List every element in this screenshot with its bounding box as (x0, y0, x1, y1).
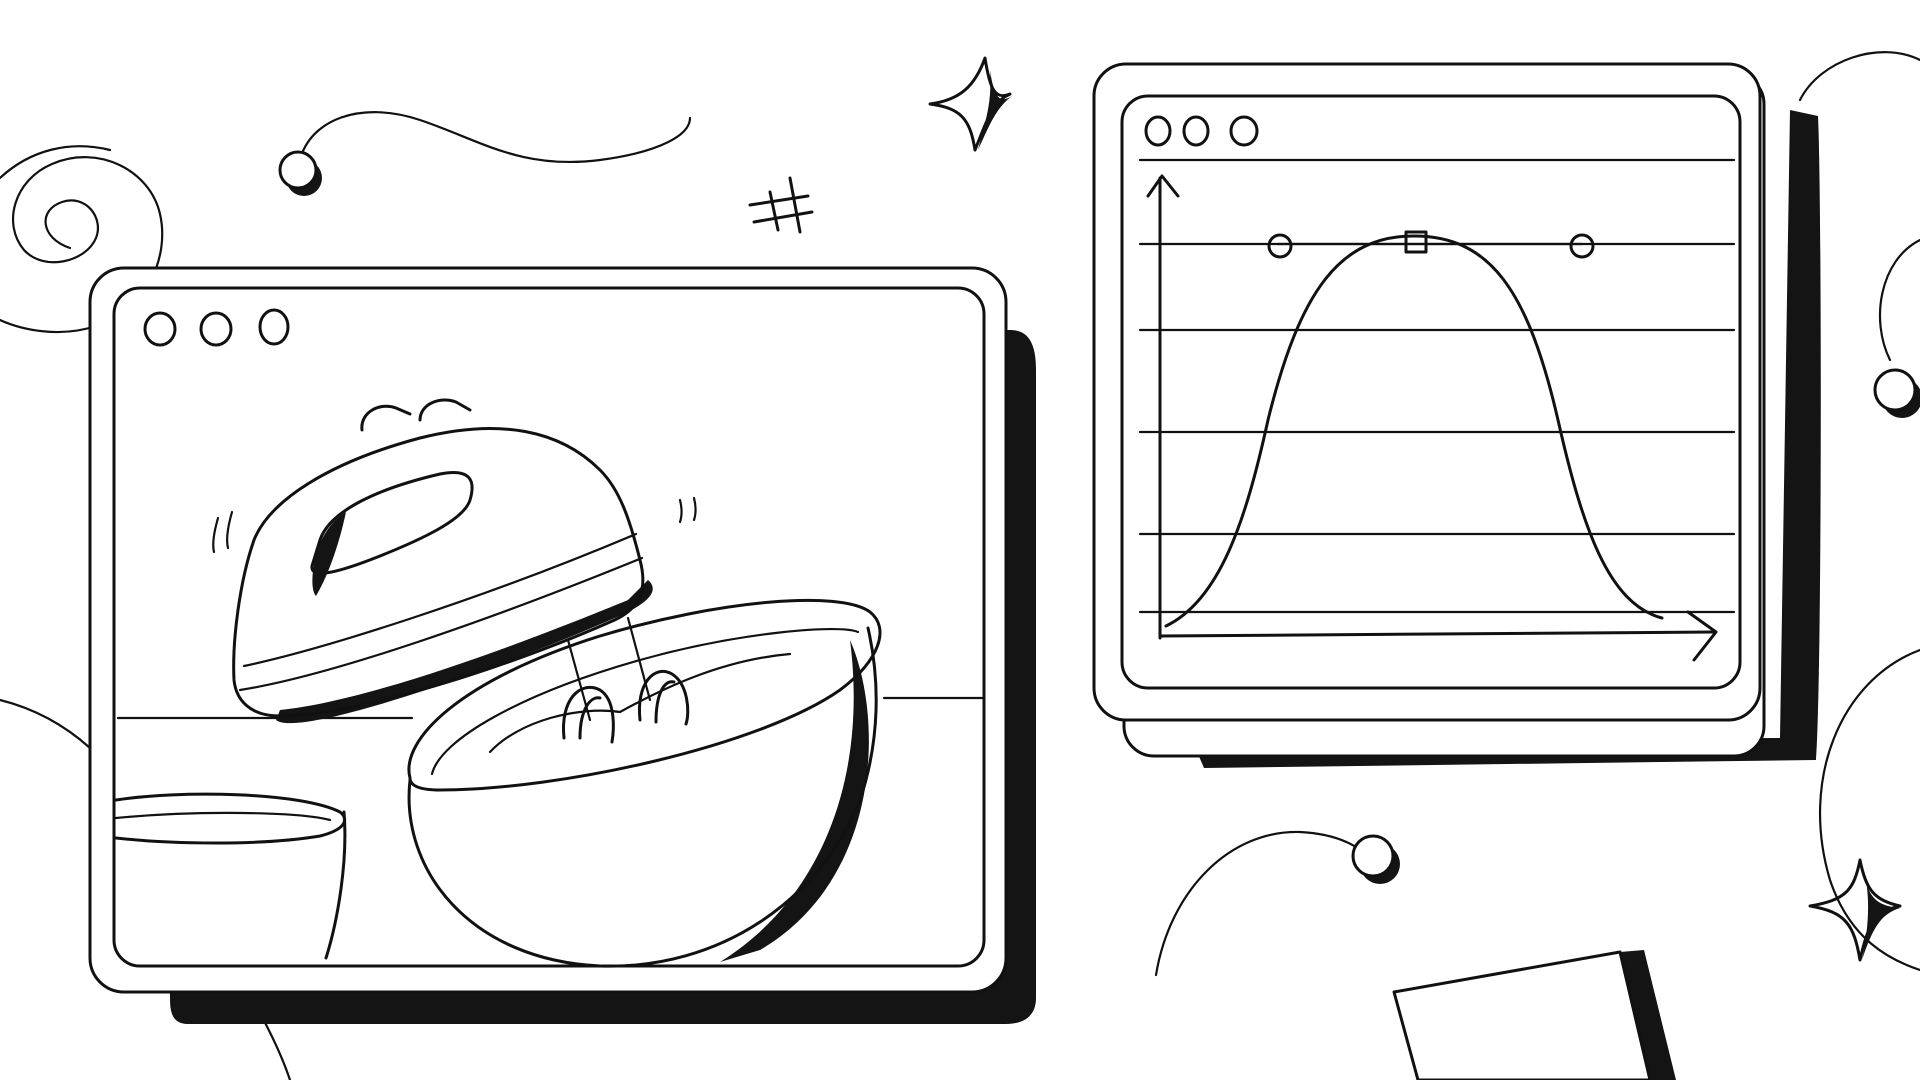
curve-handle-right[interactable] (1569, 233, 1595, 259)
whisk-icon (561, 616, 690, 744)
window-controls (1144, 115, 1259, 147)
grid-lines (1138, 158, 1736, 614)
window-dot[interactable] (143, 311, 177, 347)
curve-handle-left[interactable] (1267, 233, 1293, 259)
chart-window (1092, 62, 1821, 768)
chart-axes (1146, 174, 1718, 662)
window-dot[interactable] (1144, 115, 1172, 147)
mixer-window (88, 266, 1036, 1024)
small-bowl-icon (114, 792, 347, 960)
hand-mixer-icon (212, 398, 697, 724)
hash-icon (748, 176, 814, 234)
sparkle-icon (928, 56, 1012, 152)
mixing-bowl-icon (407, 598, 882, 968)
window-dot[interactable] (258, 308, 290, 346)
dot-curve-icon (278, 111, 692, 196)
window-dot[interactable] (1229, 115, 1259, 147)
curve-handle-center[interactable] (1404, 230, 1428, 254)
window-dot[interactable] (1182, 115, 1210, 147)
window-controls (143, 308, 290, 347)
bottom-decoration (0, 698, 1676, 1080)
right-edge-decoration (1798, 51, 1920, 972)
window-dot[interactable] (199, 311, 233, 347)
bell-curve-icon (1164, 234, 1664, 628)
curve-handles (1267, 230, 1595, 259)
